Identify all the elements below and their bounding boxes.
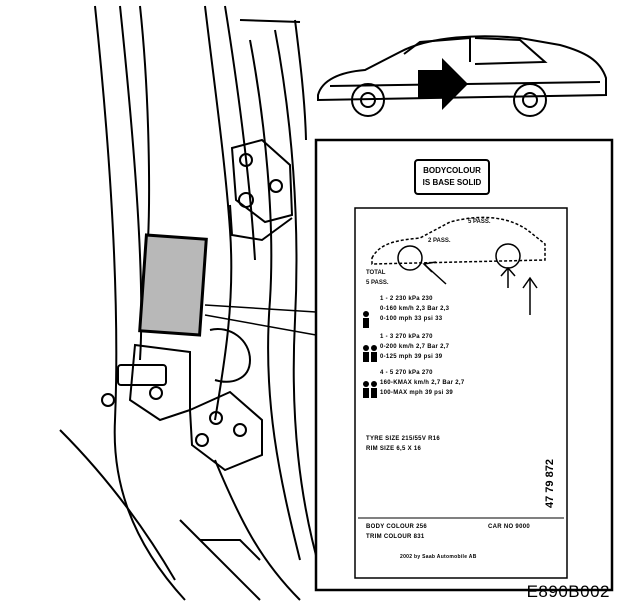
pressure-row: 100-MAX mph 39 psi 39 <box>380 390 453 396</box>
pressure-row: 0-100 mph 33 psi 33 <box>380 316 443 322</box>
trim-colour: TRIM COLOUR 831 <box>366 534 425 540</box>
body-colour-badge: BODYCOLOUR IS BASE SOLID <box>414 159 490 195</box>
pass-mid-label: 2 PASS. <box>428 238 451 244</box>
door-striker <box>101 343 191 422</box>
pressure-row: 1 - 3 270 kPa 270 <box>380 334 433 340</box>
badge-line-1: BODYCOLOUR <box>423 166 481 175</box>
leader-lines <box>204 304 317 336</box>
plate-inner-frame <box>354 207 568 579</box>
pressure-row: 1 - 2 230 kPa 230 <box>380 296 433 302</box>
plate-footer: 2002 by Saab Automobile AB <box>400 554 477 560</box>
pressure-row: 0-125 mph 39 psi 39 <box>380 354 443 360</box>
door-frame-outline <box>59 5 321 601</box>
pressure-row: 0-160 km/h 2,3 Bar 2,3 <box>380 306 450 312</box>
car-number: CAR NO 9000 <box>488 524 530 530</box>
total-label: TOTAL <box>366 270 386 276</box>
pressure-row: 160-KMAX km/h 2,7 Bar 2,7 <box>380 380 465 386</box>
person-icons <box>363 311 377 398</box>
badge-line-2: IS BASE SOLID <box>422 178 482 187</box>
pass-top-label: 5 PASS. <box>468 219 491 225</box>
rim-size: RIM SIZE 6,5 X 16 <box>366 446 422 452</box>
upper-hinge <box>229 138 294 242</box>
plate-vertical-number: 47 79 872 <box>544 459 556 508</box>
tyre-info-plate <box>314 138 614 592</box>
figure-code: E890B002 <box>526 582 610 601</box>
body-colour: BODY COLOUR 256 <box>366 524 428 530</box>
total-pass-label: 5 PASS. <box>366 280 389 286</box>
lower-hinge <box>188 328 263 472</box>
pressure-row: 0-200 km/h 2,7 Bar 2,7 <box>380 344 450 350</box>
pillar-label-location <box>138 233 208 337</box>
location-arrow-icon <box>418 58 468 110</box>
plate-arrows <box>422 261 538 315</box>
pressure-row: 4 - 5 270 kPa 270 <box>380 370 433 376</box>
car-silhouette <box>317 35 607 117</box>
tyre-size: TYRE SIZE 215/55V R16 <box>366 436 440 442</box>
